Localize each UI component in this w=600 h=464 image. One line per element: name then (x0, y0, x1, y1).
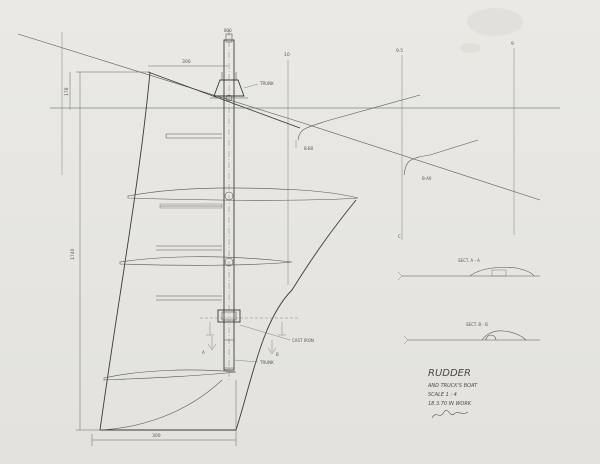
sect-bb-mark (403, 335, 409, 345)
title-line-1: AND TRUCK'S BOAT (427, 383, 478, 389)
heel-leader (239, 324, 291, 341)
lower-trunk-leader (233, 359, 259, 363)
diagonal-line-upper (17, 33, 541, 201)
marker-c-label: C (398, 234, 401, 239)
rudder-outline (99, 71, 357, 431)
lower-fitting-inner (221, 311, 237, 321)
marker-a-label: A (202, 350, 205, 355)
dim-side-label: 178 (64, 87, 70, 96)
pintle-upper (224, 191, 234, 201)
lower-fitting (217, 309, 241, 323)
upper-bearing-circle (225, 94, 233, 102)
section-label-ba: B-A0 (422, 176, 432, 181)
sect-aa-block (491, 269, 507, 277)
dim-height-label: 1740 (70, 248, 76, 260)
sect-bb-profile (481, 330, 527, 341)
profile-upper-rect (159, 203, 223, 209)
station-label-9: 9 (511, 41, 514, 47)
sect-bb-circle (485, 334, 497, 341)
trunk-label-lower: TRUNK (259, 360, 274, 365)
trunk-leader (243, 83, 259, 89)
upper-trunk (213, 79, 245, 97)
rudder-stock (223, 39, 235, 371)
lower-fitting-bolt (206, 322, 286, 336)
station-label-10: 10 (284, 52, 290, 58)
bracket-2 (156, 245, 222, 251)
title-line-3: 18.3.70 IN WORK (428, 401, 472, 407)
dim-bottom-label: 300 (152, 433, 161, 439)
stock-head (225, 33, 233, 43)
profile-middle (119, 256, 293, 266)
trunk-label-upper: TRUNK (259, 81, 274, 86)
title-text: RUDDER (428, 368, 471, 379)
bracket-3 (156, 295, 222, 301)
sect-aa-title: SECT. A - A (458, 258, 480, 263)
marker-arrow-b (267, 340, 277, 355)
station-label-9-5: 9.5 (396, 48, 403, 54)
section-label-bb: B-B0 (304, 146, 314, 151)
signature-mark (431, 410, 469, 419)
bracket-1 (165, 133, 222, 139)
sect-aa-profile (469, 266, 535, 277)
marker-b-label: B (276, 352, 279, 357)
profile-upper (127, 187, 359, 201)
hull-curve-9-5 (403, 139, 479, 176)
profile-lower (103, 369, 237, 381)
sect-bb-title: SECT. B - B (466, 322, 488, 327)
paper-stain (460, 43, 480, 53)
marker-arrow-a (207, 336, 217, 351)
cast-note-label: CAST IRON (292, 338, 314, 343)
upper-trunk-detail (210, 72, 248, 99)
sect-aa-mark (397, 271, 403, 281)
hull-curve-10 (297, 94, 421, 141)
dim-top-label: 300 (182, 59, 191, 65)
lower-trunk (224, 339, 235, 369)
pintle-middle (224, 257, 234, 267)
top-mark-label: 800 (224, 28, 232, 33)
rudder-lower-curve (99, 379, 223, 431)
paper-stain (467, 8, 523, 36)
title-line-2: SCALE 1 : 4 (428, 392, 457, 398)
